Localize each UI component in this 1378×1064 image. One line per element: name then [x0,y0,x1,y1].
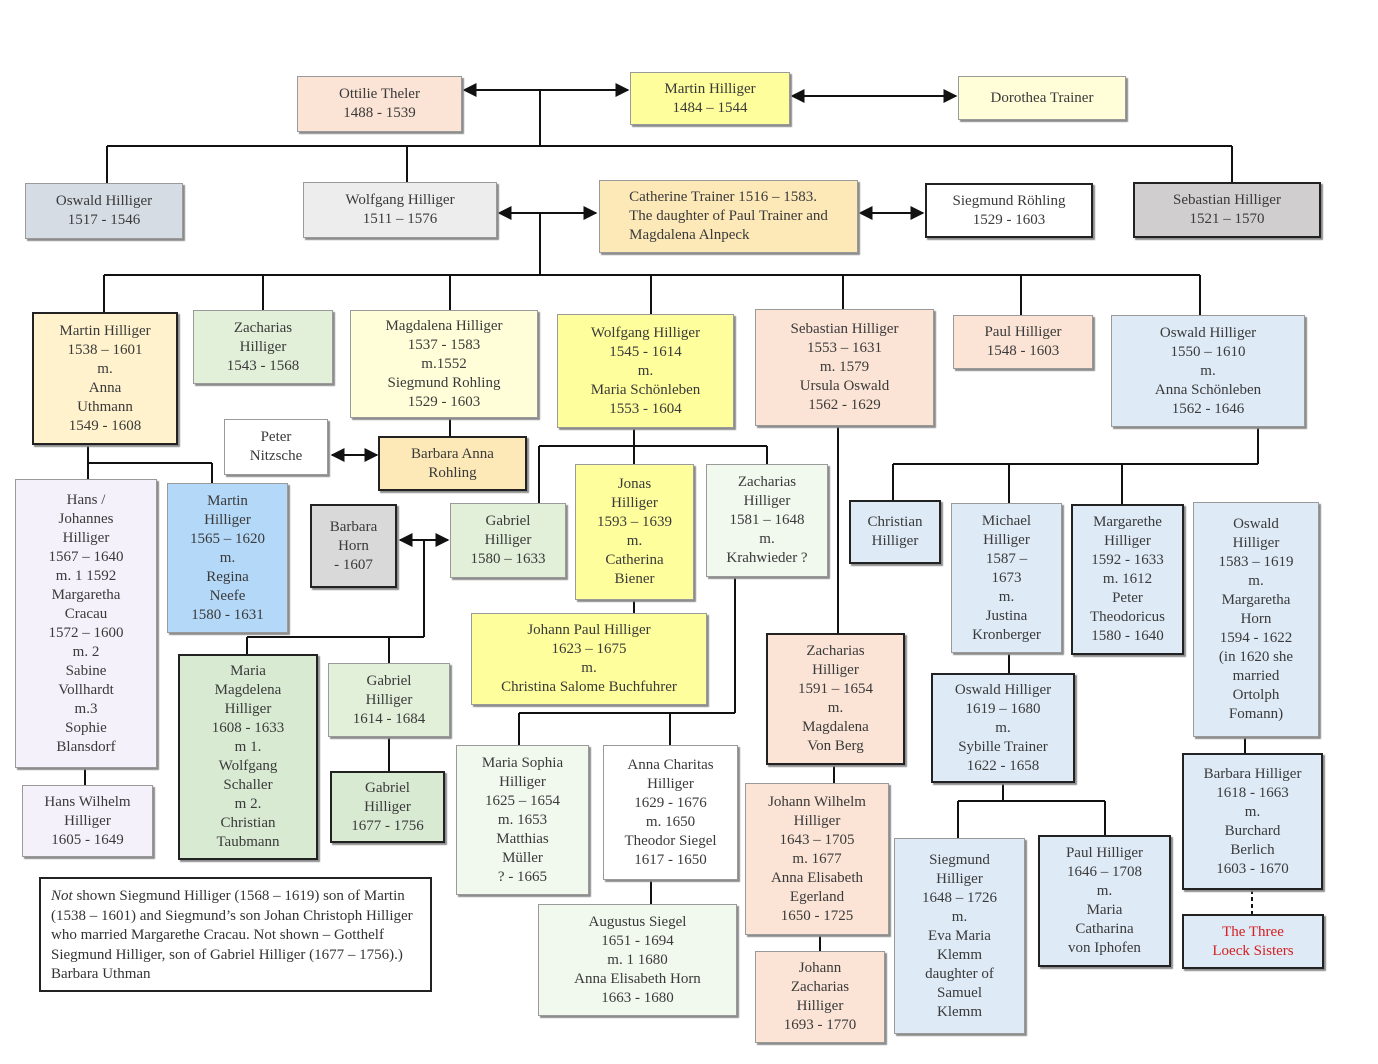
node-label: Zacharias Hilliger 1543 - 1568 [226,319,300,374]
node-barbara-horn: Barbara Horn - 1607 [310,504,397,588]
note-italic-word: Not [51,888,73,904]
node-maria-sophia-hilliger: Maria Sophia Hilliger 1625 – 1654 m. 165… [456,745,589,895]
node-hans-johannes-hilliger: Hans / Johannes Hilliger 1567 – 1640 m. … [15,479,157,768]
node-maria-magdelena-hilliger: Maria Magdelena Hilliger 1608 - 1633 m 1… [178,654,318,860]
node-siegmund-hilliger-1648: Siegmund Hilliger 1648 – 1726 m. Eva Mar… [894,838,1025,1034]
node-label: Barbara Anna Rohling [411,445,494,481]
node-michael-hilliger: Michael Hilliger 1587 – 1673 m. Justina … [951,503,1062,653]
node-label: The Three Loeck Sisters [1212,923,1294,959]
node-label: Paul Hilliger 1646 – 1708 m. Maria Catha… [1065,845,1144,956]
node-label: Gabriel Hilliger 1677 - 1756 [351,779,424,834]
node-oswald-hilliger-1517: Oswald Hilliger 1517 - 1546 [25,183,183,239]
node-magdalena-hilliger-1537: Magdalena Hilliger 1537 - 1583 m.1552 Si… [350,310,538,418]
node-label: Dorothea Trainer [990,89,1094,106]
node-augustus-siegel: Augustus Siegel 1651 - 1694 m. 1 1680 An… [538,904,737,1016]
node-label: Margarethe Hilliger 1592 - 1633 m. 1612 … [1090,514,1165,644]
node-label: Barbara Hilliger 1618 - 1663 m. Burchard… [1203,765,1302,877]
node-gabriel-hilliger-1677: Gabriel Hilliger 1677 - 1756 [330,771,445,843]
node-label: Oswald Hilliger 1517 - 1546 [55,193,153,228]
node-label: Martin Hilliger 1565 – 1620 m. Regina Ne… [190,492,265,623]
node-peter-nitzsche: Peter Nitzsche [224,419,328,475]
node-paul-hilliger-1548: Paul Hilliger 1548 - 1603 [953,315,1093,369]
node-johann-paul-hilliger: Johann Paul Hilliger 1623 – 1675 m. Chri… [471,613,707,705]
node-barbara-hilliger-1618: Barbara Hilliger 1618 - 1663 m. Burchard… [1182,753,1323,890]
node-label: Siegmund Hilliger 1648 – 1726 m. Eva Mar… [922,851,997,1020]
node-label: Maria Sophia Hilliger 1625 – 1654 m. 165… [481,754,564,885]
node-label: Jonas Hilliger 1593 – 1639 m. Catherina … [597,476,672,587]
node-siegmund-rohling: Siegmund Röhling 1529 - 1603 [925,183,1093,238]
node-oswald-hilliger-1619: Oswald Hilliger 1619 – 1680 m. Sybille T… [931,673,1075,783]
node-label: Barbara Horn - 1607 [329,518,378,573]
node-gabriel-hilliger-1614: Gabriel Hilliger 1614 - 1684 [328,663,450,737]
node-label: Martin Hilliger 1538 – 1601 m. Anna Uthm… [59,322,151,434]
node-label: Martin Hilliger 1484 – 1544 [664,80,756,116]
node-dorothea-trainer: Dorothea Trainer [958,76,1126,120]
node-label: Sebastian Hilliger 1553 – 1631 m. 1579 U… [790,321,899,413]
node-label: Siegmund Röhling 1529 - 1603 [952,192,1066,228]
node-label: Sebastian Hilliger 1521 – 1570 [1173,192,1281,227]
node-paul-hilliger-1646: Paul Hilliger 1646 – 1708 m. Maria Catha… [1038,835,1171,967]
node-oswald-hilliger-1550: Oswald Hilliger 1550 – 1610 m. Anna Schö… [1111,315,1305,427]
node-label: Ottilie Theler 1488 - 1539 [339,86,420,121]
node-zacharias-hilliger-1591: Zacharias Hilliger 1591 – 1654 m. Magdal… [766,633,905,765]
node-wolfgang-hilliger-1545: Wolfgang Hilliger 1545 - 1614 m. Maria S… [557,314,734,428]
node-label: Zacharias Hilliger 1591 – 1654 m. Magdal… [798,643,873,754]
node-label: Catherine Trainer 1516 – 1583. The daugh… [629,189,828,243]
node-label: Christian Hilliger [867,514,923,549]
node-label: Magdalena Hilliger 1537 - 1583 m.1552 Si… [385,317,503,410]
note-box: Not shown Siegmund Hilliger (1568 – 1619… [39,877,432,992]
node-label: Hans Wilhelm Hilliger 1605 - 1649 [44,793,131,848]
note-text: shown Siegmund Hilliger (1568 – 1619) so… [51,888,413,982]
node-catherine-trainer: Catherine Trainer 1516 – 1583. The daugh… [599,180,858,253]
node-label: Maria Magdelena Hilliger 1608 - 1633 m 1… [211,663,285,850]
node-anna-charitas-hilliger: Anna Charitas Hilliger 1629 - 1676 m. 16… [603,745,738,880]
node-label: Gabriel Hilliger 1580 – 1633 [470,513,546,567]
node-label: Peter Nitzsche [249,429,303,464]
node-johann-zacharias-hilliger: Johann Zacharias Hilliger 1693 - 1770 [755,951,885,1043]
node-label: Wolfgang Hilliger 1545 - 1614 m. Maria S… [590,324,701,417]
node-sebastian-hilliger-1521: Sebastian Hilliger 1521 – 1570 [1133,182,1321,238]
node-jonas-hilliger: Jonas Hilliger 1593 – 1639 m. Catherina … [575,464,694,600]
node-christian-hilliger: Christian Hilliger [849,500,941,564]
node-label: Paul Hilliger 1548 - 1603 [984,324,1062,359]
node-label: Johann Paul Hilliger 1623 – 1675 m. Chri… [501,622,677,695]
node-ottilie-theler: Ottilie Theler 1488 - 1539 [297,76,462,132]
node-martin-hilliger-1484: Martin Hilliger 1484 – 1544 [630,72,790,125]
node-oswald-hilliger-1583: Oswald Hilliger 1583 – 1619 m. Margareth… [1193,502,1319,737]
node-label: Augustus Siegel 1651 - 1694 m. 1 1680 An… [574,913,701,1006]
node-zacharias-hilliger-1543: Zacharias Hilliger 1543 - 1568 [193,310,333,384]
node-label: Zacharias Hilliger 1581 – 1648 m. Krahwi… [726,474,808,566]
node-hans-wilhelm-hilliger: Hans Wilhelm Hilliger 1605 - 1649 [22,785,153,857]
node-sebastian-hilliger-1553: Sebastian Hilliger 1553 – 1631 m. 1579 U… [755,309,934,426]
node-margarethe-hilliger: Margarethe Hilliger 1592 - 1633 m. 1612 … [1071,504,1184,655]
node-label: Wolfgang Hilliger 1511 – 1576 [345,192,455,227]
node-label: Anna Charitas Hilliger 1629 - 1676 m. 16… [624,756,717,868]
node-zacharias-hilliger-1581: Zacharias Hilliger 1581 – 1648 m. Krahwi… [706,464,828,577]
node-label: Oswald Hilliger 1583 – 1619 m. Margareth… [1218,516,1294,722]
node-wolfgang-hilliger-1511: Wolfgang Hilliger 1511 – 1576 [303,182,497,238]
node-gabriel-hilliger-1580: Gabriel Hilliger 1580 – 1633 [450,503,566,578]
node-label: Oswald Hilliger 1550 – 1610 m. Anna Schö… [1154,324,1262,417]
node-loeck-sisters: The Three Loeck Sisters [1182,914,1324,969]
node-label: Gabriel Hilliger 1614 - 1684 [352,672,426,727]
node-martin-hilliger-1565: Martin Hilliger 1565 – 1620 m. Regina Ne… [167,483,288,633]
node-barbara-anna-rohling: Barbara Anna Rohling [378,436,527,491]
node-johann-wilhelm-hilliger: Johann Wilhelm Hilliger 1643 – 1705 m. 1… [745,783,889,935]
node-martin-hilliger-1538: Martin Hilliger 1538 – 1601 m. Anna Uthm… [32,312,178,445]
node-label: Hans / Johannes Hilliger 1567 – 1640 m. … [48,491,124,755]
node-label: Oswald Hilliger 1619 – 1680 m. Sybille T… [954,681,1052,774]
node-label: Johann Wilhelm Hilliger 1643 – 1705 m. 1… [768,793,866,924]
node-label: Johann Zacharias Hilliger 1693 - 1770 [783,960,857,1033]
node-label: Michael Hilliger 1587 – 1673 m. Justina … [972,512,1041,643]
